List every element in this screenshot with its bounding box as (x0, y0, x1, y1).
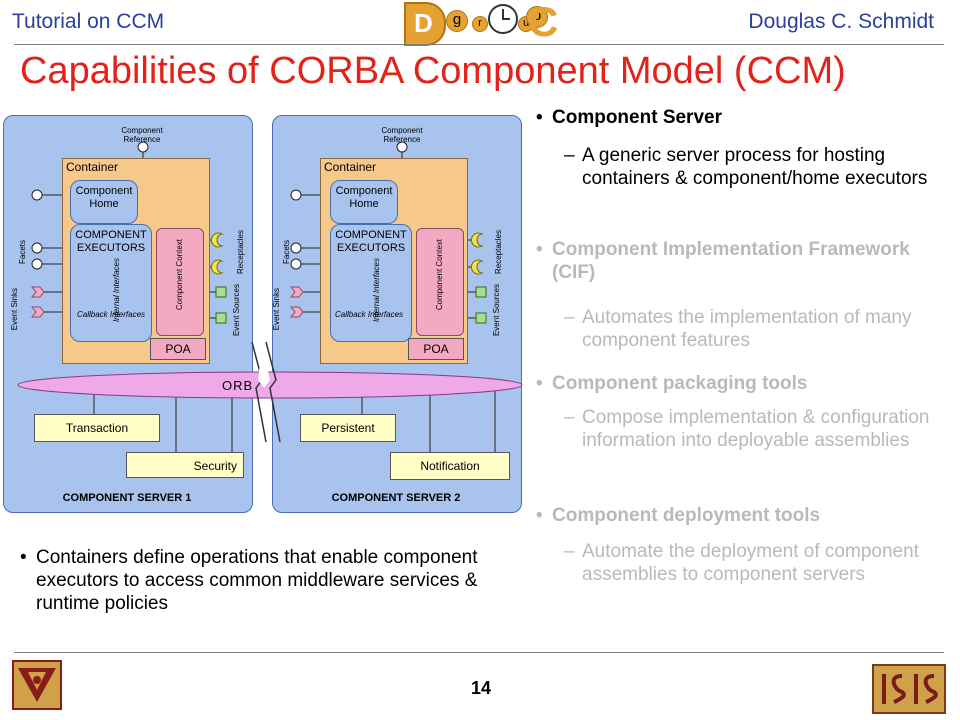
poa-box-1[interactable]: POA (150, 338, 206, 360)
component-home-box-2[interactable]: Component Home (330, 180, 398, 224)
vanderbilt-v-icon (18, 668, 56, 702)
logo-d-shape (404, 2, 446, 46)
bullet-dash: – (564, 407, 575, 428)
logo-letter-r: r (472, 16, 488, 32)
logo-c-letter: C (528, 0, 559, 45)
sub-bullet-deployment: – Automate the deployment of component a… (564, 540, 936, 586)
sub-bullet-packaging: – Compose implementation & configuration… (564, 406, 940, 452)
notification-service-box[interactable]: Notification (390, 452, 510, 480)
sub-bullet-cif: – Automates the implementation of many c… (564, 306, 944, 352)
component-executors-box-1[interactable]: COMPONENT EXECUTORS (70, 224, 152, 342)
header-rule (14, 44, 944, 45)
bullet-component-server: • Component Server (536, 106, 936, 129)
component-context-label-1: Component Context (175, 239, 184, 311)
logo-letter-g: g (446, 10, 468, 32)
component-executors-label-2: COMPONENT EXECUTORS (335, 229, 407, 254)
bullet-text: Containers define operations that enable… (36, 547, 478, 614)
bullet-dash: – (564, 307, 575, 328)
security-service-box[interactable]: Security (126, 452, 244, 478)
bullet-text: Automate the deployment of component ass… (582, 541, 919, 585)
bullet-dash: – (564, 145, 575, 166)
component-context-box-1[interactable]: Component Context (156, 228, 204, 336)
logo-letter-p: p (526, 6, 548, 28)
clock-icon (488, 4, 518, 34)
event-sinks-label-1: Event Sinks (10, 288, 19, 331)
container-label-2: Container (324, 160, 377, 174)
footer-rule (14, 652, 944, 653)
sub-bullet-generic-server: – A generic server process for hosting c… (564, 144, 936, 190)
bullet-text: Automates the implementation of many com… (582, 307, 912, 351)
container-label-1: Container (66, 160, 119, 174)
component-executors-box-2[interactable]: COMPONENT EXECUTORS (330, 224, 412, 342)
callback-interfaces-label-2: Callback Interfaces (334, 310, 404, 319)
bullet-text: A generic server process for hosting con… (582, 145, 928, 189)
bullet-text: Component deployment tools (552, 505, 821, 526)
persistent-service-box[interactable]: Persistent (300, 414, 396, 442)
callback-interfaces-label-1: Callback Interfaces (76, 310, 146, 319)
poa-box-2[interactable]: POA (408, 338, 464, 360)
page-title: Capabilities of CORBA Component Model (C… (20, 50, 846, 92)
bullet-text: Compose implementation & configuration i… (582, 407, 930, 451)
bullet-dot: • (536, 373, 543, 394)
ccm-diagram: Component Reference Container Component … (0, 112, 540, 517)
bullet-deployment-tools: • Component deployment tools (536, 504, 936, 527)
event-sinks-label-2: Event Sinks (272, 288, 281, 331)
doc-group-logo: D g r u p C (402, 0, 559, 46)
component-context-label-2: Component Context (435, 239, 444, 311)
logo-d-letter: D (414, 8, 433, 38)
receptacles-label-2: Receptacles (494, 230, 503, 275)
bullet-dash: – (564, 541, 575, 562)
facets-label-2: Facets (282, 240, 291, 265)
vanderbilt-logo (12, 660, 62, 710)
component-reference-label-2: Component Reference (381, 126, 423, 144)
bullet-dot: • (536, 239, 543, 260)
transaction-service-box[interactable]: Transaction (34, 414, 160, 442)
header-left: Tutorial on CCM (12, 10, 165, 33)
bullet-dot: • (20, 547, 27, 568)
component-server-2-label: COMPONENT SERVER 2 (331, 492, 461, 504)
bullet-text: Component Server (552, 107, 722, 128)
component-home-box-1[interactable]: Component Home (70, 180, 138, 224)
page-number: 14 (470, 678, 492, 698)
bullet-packaging-tools: • Component packaging tools (536, 372, 936, 395)
isis-logo (872, 664, 946, 714)
facets-label-1: Facets (18, 240, 27, 265)
orb-label: ORB (222, 378, 254, 393)
component-reference-label-1: Component Reference (121, 126, 163, 144)
event-sources-label-2: Event Sources (492, 284, 501, 337)
receptacles-label-1: Receptacles (236, 230, 245, 275)
bullet-containers-define: • Containers define operations that enab… (20, 546, 510, 615)
bullet-cif: • Component Implementation Framework (CI… (536, 238, 936, 284)
component-executors-label-1: COMPONENT EXECUTORS (75, 229, 147, 254)
bullet-text: Component Implementation Framework (CIF) (552, 239, 910, 283)
component-server-1-label: COMPONENT SERVER 1 (62, 492, 192, 504)
component-context-box-2[interactable]: Component Context (416, 228, 464, 336)
bullet-dot: • (536, 505, 543, 526)
bullet-text: Component packaging tools (552, 373, 808, 394)
header-right: Douglas C. Schmidt (748, 10, 934, 33)
event-sources-label-1: Event Sources (232, 284, 241, 337)
isis-emblem-icon (882, 674, 938, 704)
bullet-dot: • (536, 107, 543, 128)
